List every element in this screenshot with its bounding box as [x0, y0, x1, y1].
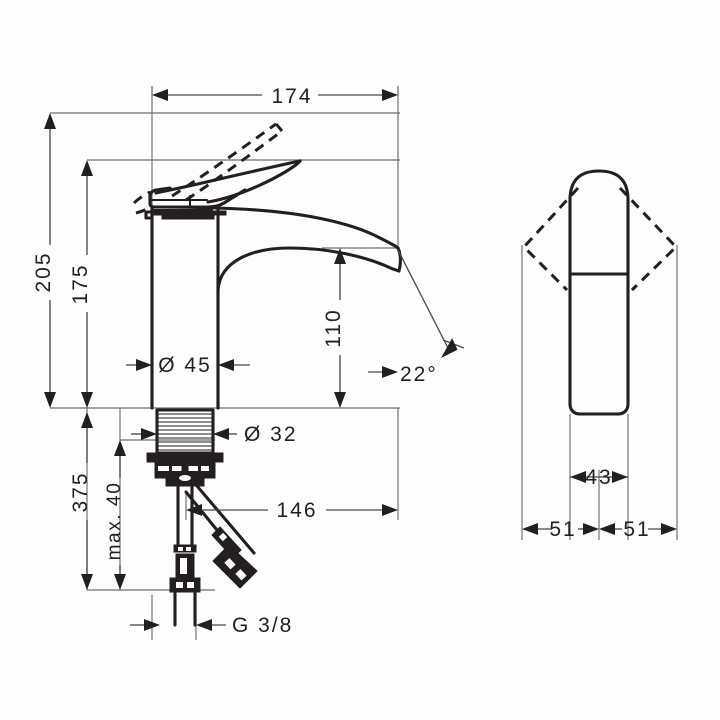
- dimension-max40: max. 40: [104, 440, 126, 590]
- swivel-envelope-dashed: [521, 186, 679, 292]
- dimension-43-label: 43: [585, 466, 612, 489]
- dimension-d45: Ø 45: [126, 354, 250, 377]
- dimension-43: 43: [570, 466, 628, 489]
- dimension-d32-label: Ø 32: [244, 423, 298, 446]
- dimension-max40-label: max. 40: [104, 482, 125, 561]
- dimension-174: 174: [151, 85, 399, 108]
- dimension-51-left-label: 51: [549, 518, 576, 541]
- top-plan-view: 43 51 51: [521, 169, 679, 541]
- dimension-375: 375: [69, 412, 93, 590]
- dimension-375-label: 375: [69, 471, 92, 512]
- dimension-175-label: 175: [69, 263, 92, 304]
- handle-open-position-dashed: [132, 122, 284, 215]
- front-elevation-view: 205 175 110 174: [32, 85, 465, 640]
- dimension-175: 175: [69, 160, 93, 408]
- dimension-205-label: 205: [32, 251, 55, 292]
- dimension-146-label: 146: [276, 499, 317, 522]
- dimension-d32: Ø 32: [131, 423, 298, 446]
- dimension-22deg: 22°: [368, 249, 465, 386]
- dimension-110-label: 110: [322, 308, 345, 347]
- dimension-51-right: 51: [599, 518, 677, 541]
- dimension-205: 205: [32, 113, 56, 408]
- dimension-g38: G 3/8: [130, 614, 293, 637]
- flexible-hoses: [169, 484, 258, 627]
- dimension-g38-label: G 3/8: [232, 614, 293, 637]
- dimension-110: 110: [322, 248, 346, 408]
- dimension-d45-label: Ø 45: [158, 354, 212, 377]
- plan-extension-lines: [521, 245, 678, 540]
- thread-hatching: [157, 413, 213, 451]
- dimension-146: 146: [186, 499, 398, 522]
- mounting-hardware: [146, 452, 224, 487]
- dimension-51-left: 51: [522, 518, 599, 541]
- dimension-51-right-label: 51: [623, 518, 650, 541]
- dimension-22deg-label: 22°: [400, 363, 438, 386]
- plan-body-outline: [568, 169, 630, 416]
- dimension-174-label: 174: [271, 85, 312, 108]
